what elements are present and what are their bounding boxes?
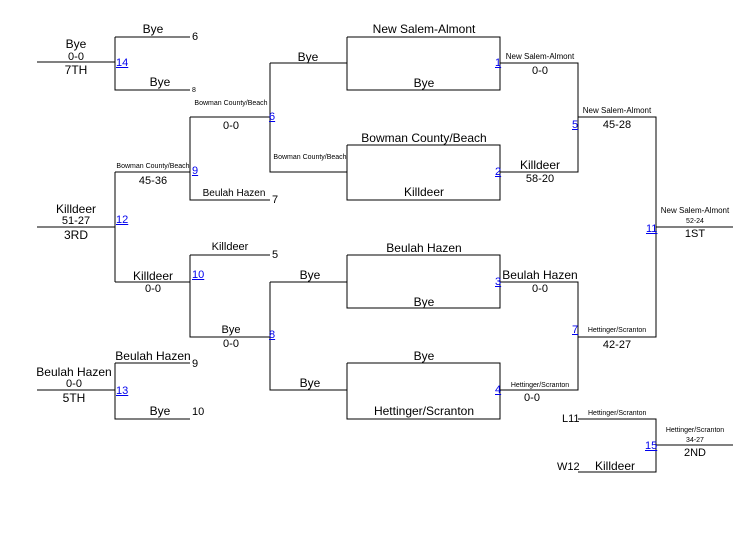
g2-score: 58-20 [525, 173, 555, 185]
g12-place: 3RD [63, 228, 89, 242]
g14-top-team: Bye [142, 22, 164, 36]
g14-score: 0-0 [68, 51, 84, 63]
game-1-link[interactable]: 1 [495, 57, 502, 69]
g5-winner: New Salem-Almont [582, 106, 652, 115]
g7-score: 42-27 [602, 339, 632, 351]
g1-score: 0-0 [532, 65, 548, 77]
game-12-link[interactable]: 12 [116, 214, 129, 226]
g12-winner: Killdeer [55, 202, 97, 216]
g4-bottom-team: Hettinger/Scranton [373, 404, 475, 418]
g9-winner: Bowman County/Beach [116, 163, 190, 170]
g14-place: 7TH [64, 63, 88, 77]
g11-winner: New Salem-Almont [660, 206, 730, 215]
g13-top-team: Beulah Hazen [115, 349, 191, 363]
g14-top-place: 6 [192, 31, 199, 43]
g6-score: 0-0 [223, 120, 239, 132]
g7-winner: Hettinger/Scranton [587, 327, 647, 334]
game-10-link[interactable]: 10 [192, 269, 205, 281]
game-11-link[interactable]: 11 [646, 223, 658, 235]
g9-score: 45-36 [138, 175, 168, 187]
g11-score: 52-24 [686, 218, 704, 225]
g3-winner: Beulah Hazen [502, 268, 578, 282]
g13-top-place: 9 [192, 358, 199, 370]
g9-bottom-team: Beulah Hazen [202, 188, 266, 199]
game-9-link[interactable]: 9 [192, 165, 199, 177]
game-3-link[interactable]: 3 [495, 276, 502, 288]
g9-bottom-place: 7 [272, 194, 279, 206]
game-13-link[interactable]: 13 [116, 385, 129, 397]
g13-bottom-place: 10 [192, 406, 205, 418]
game-15-link[interactable]: 15 [645, 440, 658, 452]
g15-top-team: Hettinger/Scranton [588, 410, 647, 417]
g15-score: 34-27 [686, 437, 704, 444]
g13-winner: Beulah Hazen [36, 365, 112, 379]
g3-top-team: Beulah Hazen [386, 241, 462, 255]
g8-winner: Bye [221, 324, 241, 336]
g13-score: 0-0 [66, 378, 82, 390]
g2-bottom-team: Killdeer [403, 185, 445, 199]
g2-top-team: Bowman County/Beach [361, 131, 487, 145]
g3-bottom-team: Bye [413, 295, 435, 309]
game-2-link[interactable]: 2 [495, 166, 502, 178]
g10-top-team: Killdeer [211, 241, 249, 253]
g1-top-team: New Salem-Almont [372, 22, 476, 36]
game-14-link[interactable]: 14 [116, 57, 129, 69]
g13-bottom-team: Bye [149, 404, 171, 418]
g13-place: 5TH [62, 391, 86, 405]
g5-score: 45-28 [602, 119, 632, 131]
g15-winner: Hettinger/Scranton [665, 427, 725, 434]
g15-place: 2ND [683, 447, 707, 459]
g2-winner: Killdeer [519, 158, 561, 172]
g10-top-place: 5 [272, 249, 279, 261]
g4-top-team: Bye [413, 349, 435, 363]
game-4-link[interactable]: 4 [495, 384, 502, 396]
game-8-link[interactable]: 8 [269, 329, 276, 341]
g8-bottom-team: Bye [299, 376, 321, 390]
g12-score: 51-27 [61, 215, 91, 227]
g4-score: 0-0 [524, 392, 540, 404]
g8-top-team: Bye [299, 268, 321, 282]
g14-bottom-place: 8 [192, 87, 196, 94]
g1-winner: New Salem-Almont [505, 52, 575, 61]
g3-score: 0-0 [532, 283, 548, 295]
g6-top-team: Bye [297, 50, 319, 64]
g4-winner: Hettinger/Scranton [510, 382, 570, 389]
g15-bottom-team: Killdeer [595, 459, 636, 473]
g8-score: 0-0 [223, 338, 239, 350]
g1-bottom-team: Bye [413, 76, 435, 90]
game-7-link[interactable]: 7 [572, 324, 579, 336]
game-5-link[interactable]: 5 [572, 119, 579, 131]
g14-winner: Bye [65, 37, 87, 51]
g10-score: 0-0 [145, 283, 161, 295]
g15-top-tag: L11 [562, 413, 580, 425]
g14-bottom-team: Bye [149, 75, 171, 89]
g15-bottom-tag: W12 [557, 461, 580, 473]
g6-bottom-team: Bowman County/Beach [273, 154, 347, 161]
game-6-link[interactable]: 6 [269, 111, 276, 123]
g6-winner: Bowman County/Beach [194, 100, 268, 107]
g11-place: 1ST [684, 228, 706, 240]
g10-winner: Killdeer [132, 269, 174, 283]
